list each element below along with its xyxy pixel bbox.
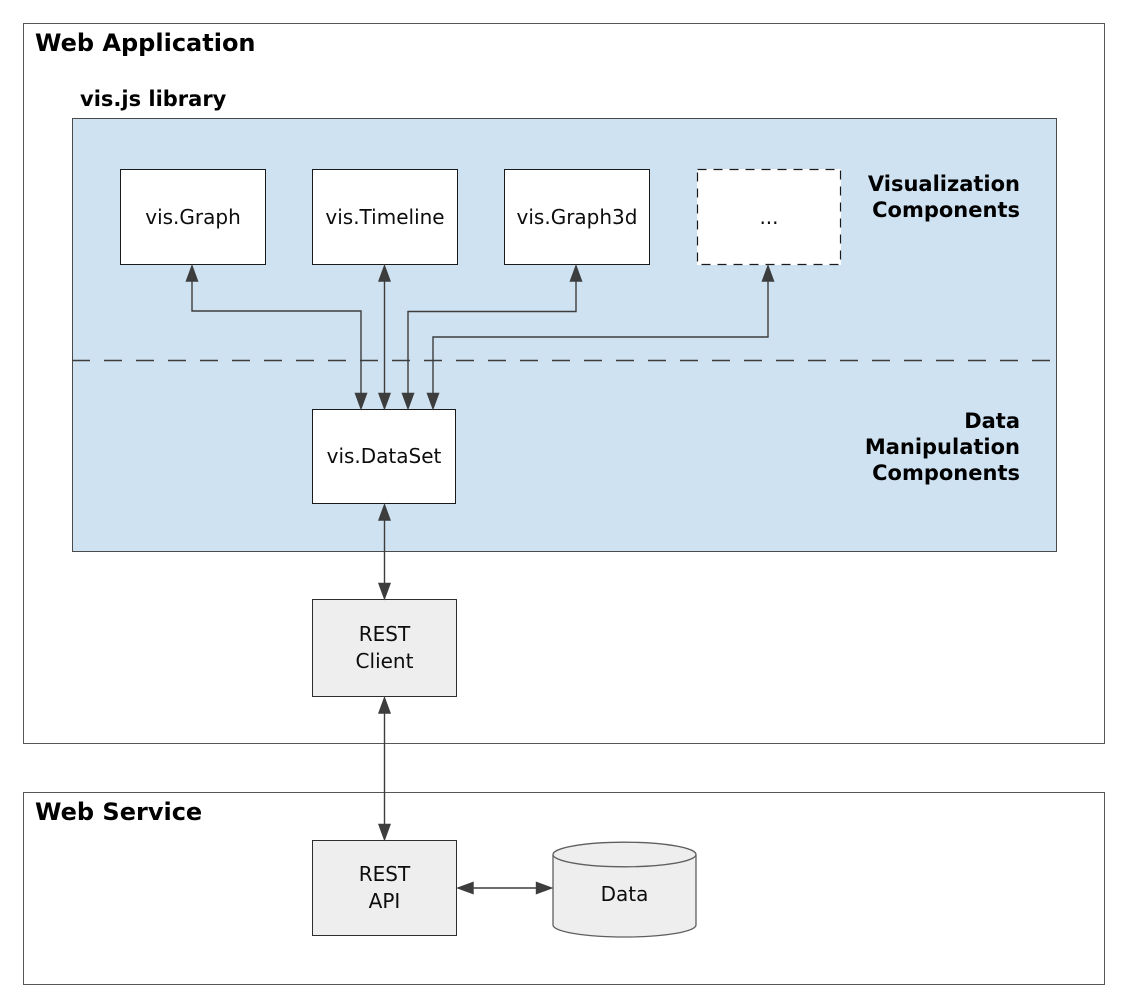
data-store-label-wrap: Data [552, 841, 697, 938]
data-manipulation-line1: Data [964, 409, 1020, 433]
data-manipulation-line3: Components [872, 461, 1020, 485]
web-application-box [23, 23, 1105, 744]
visualization-components-line1: Visualization [867, 172, 1020, 196]
node-rest-client: REST Client [312, 599, 457, 697]
node-vis-dataset: vis.DataSet [312, 409, 456, 504]
node-ellipsis-label: ... [759, 204, 779, 229]
rest-api-line2: API [368, 889, 401, 913]
node-vis-timeline: vis.Timeline [312, 169, 458, 265]
data-store-label: Data [600, 882, 649, 906]
node-vis-dataset-label: vis.DataSet [326, 444, 442, 468]
node-rest-api-label: REST API [359, 861, 410, 915]
visjs-library-title: vis.js library [80, 87, 227, 111]
visualization-components-label: Visualization Components [820, 171, 1020, 223]
node-vis-graph-label: vis.Graph [145, 204, 241, 229]
data-manipulation-line2: Manipulation [864, 435, 1020, 459]
node-vis-graph3d-label: vis.Graph3d [516, 204, 638, 229]
data-manipulation-components-label: Data Manipulation Components [820, 408, 1020, 486]
rest-client-line2: Client [355, 649, 414, 673]
web-application-title: Web Application [35, 29, 256, 57]
node-rest-client-label: REST Client [356, 621, 414, 675]
node-rest-api: REST API [312, 840, 457, 936]
node-vis-graph: vis.Graph [120, 169, 266, 265]
web-service-box [23, 792, 1105, 985]
node-vis-graph3d: vis.Graph3d [504, 169, 650, 265]
database-cylinder-icon [552, 841, 697, 938]
rest-api-line1: REST [358, 862, 411, 886]
web-service-title: Web Service [35, 798, 203, 826]
visualization-components-line2: Components [872, 198, 1020, 222]
rest-client-line1: REST [358, 622, 411, 646]
data-store-cylinder [552, 841, 697, 938]
node-vis-timeline-label: vis.Timeline [325, 204, 445, 229]
